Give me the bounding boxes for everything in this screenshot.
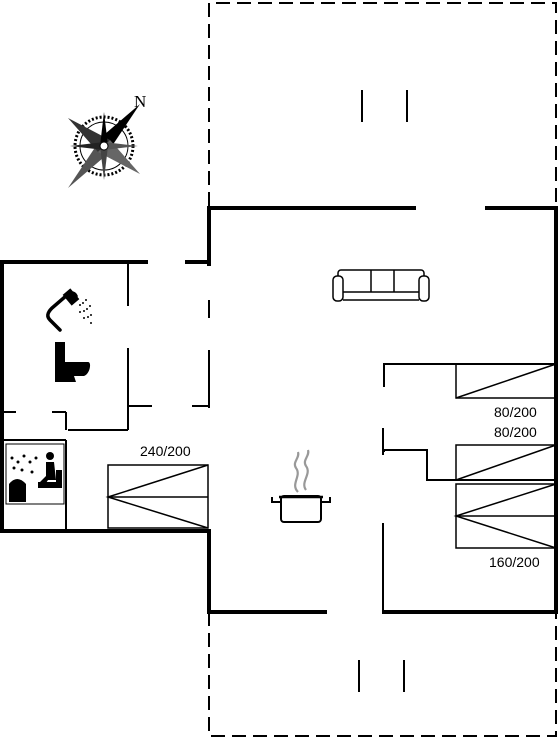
cooking-pot-icon [271, 449, 331, 523]
sauna-icon [5, 443, 65, 505]
shower-icon [46, 288, 92, 332]
bed-label-240-200: 240/200 [140, 443, 191, 459]
bed-right-top [455, 363, 557, 399]
bed-label-80-200-a: 80/200 [494, 404, 537, 420]
bed-right-bottom [453, 483, 557, 549]
north-label: N [134, 92, 146, 111]
bed-label-160-200: 160/200 [489, 554, 540, 570]
bed-label-80-200-b: 80/200 [494, 424, 537, 440]
toilet-icon [55, 342, 91, 382]
sofa-icon [332, 269, 430, 302]
bed-right-middle [455, 444, 557, 481]
terrace-south [208, 612, 557, 737]
compass-rose-icon [68, 104, 140, 188]
interior-walls [3, 264, 556, 612]
exterior-walls [0, 206, 558, 614]
bed-left [105, 464, 209, 529]
terrace-north [208, 2, 557, 206]
